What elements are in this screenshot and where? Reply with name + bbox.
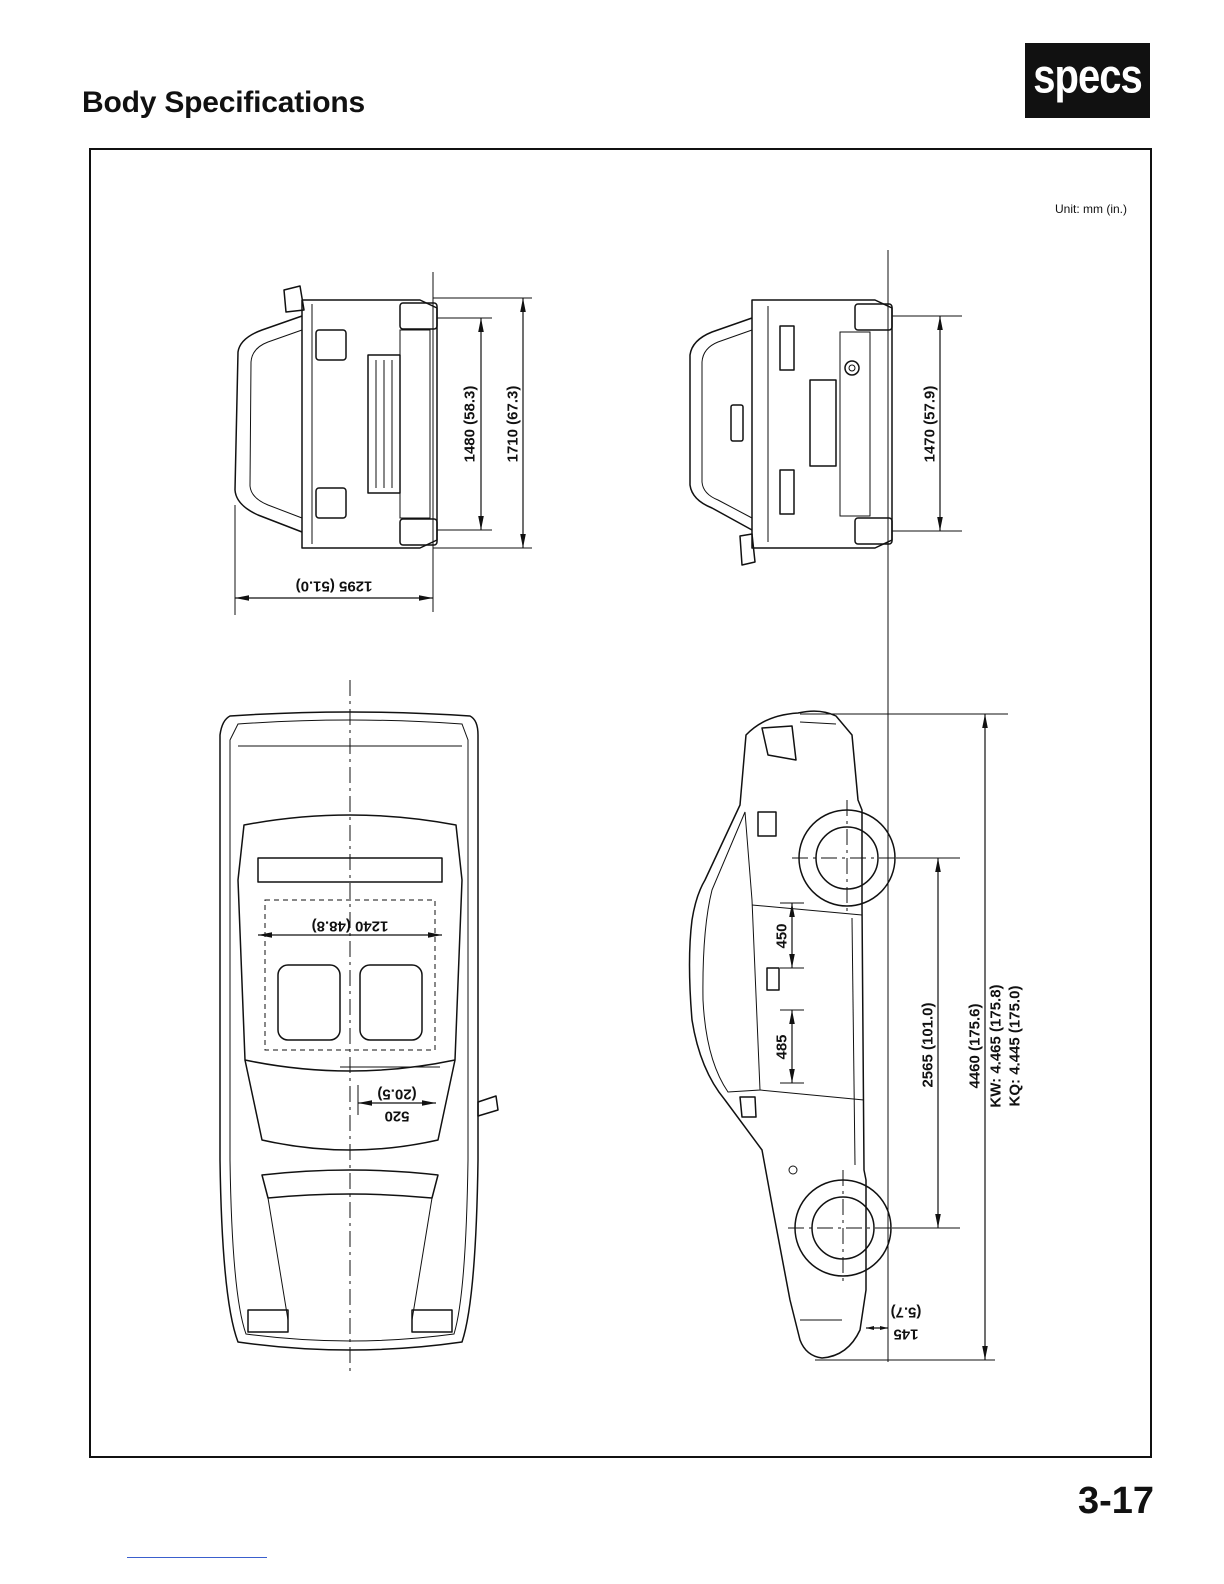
diagram-frame xyxy=(89,148,1152,1458)
page-number: 3-17 xyxy=(1078,1480,1154,1523)
footer-rule xyxy=(127,1557,267,1558)
section-badge: specs xyxy=(1025,43,1150,118)
section-badge-label: specs xyxy=(1033,51,1141,105)
page-title: Body Specifications xyxy=(82,86,365,120)
unit-note: Unit: mm (in.) xyxy=(1055,202,1127,216)
